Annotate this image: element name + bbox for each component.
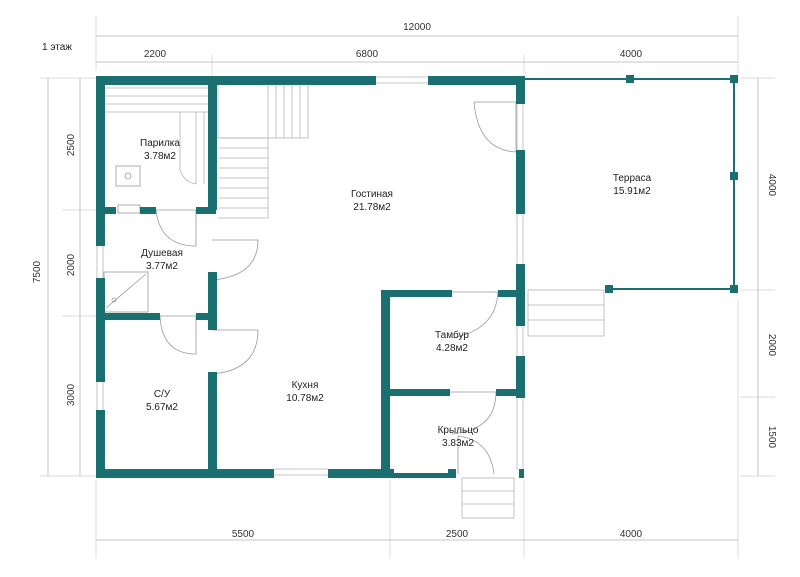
- room-area-steam: 3.78м2: [144, 151, 176, 162]
- room-area-vestibule: 4.28м2: [436, 343, 468, 354]
- dimension-lines: [47, 35, 759, 541]
- sauna-benches: [104, 87, 210, 185]
- dim-bottom-2: 2500: [446, 529, 469, 540]
- dim-bottom-1: 5500: [232, 529, 255, 540]
- dim-top-2: 6800: [356, 49, 379, 60]
- dim-left-total: 7500: [32, 260, 43, 283]
- room-name-porch: Крыльцо: [438, 425, 479, 436]
- dim-left-3: 3000: [66, 383, 77, 406]
- room-name-wc: С/У: [154, 389, 171, 400]
- floor-label: 1 этаж: [42, 42, 72, 53]
- window-openings: [96, 76, 524, 476]
- room-name-living: Гостиная: [351, 189, 393, 200]
- room-name-kitchen: Кухня: [292, 380, 319, 391]
- dim-top-1: 2200: [144, 49, 167, 60]
- room-name-vestibule: Тамбур: [435, 329, 469, 341]
- walls: [96, 76, 525, 478]
- dim-bottom-3: 4000: [620, 529, 643, 540]
- staircase: [217, 81, 309, 219]
- dim-left-1: 2500: [66, 133, 77, 156]
- room-area-shower: 3.77м2: [146, 261, 178, 272]
- room-name-steam: Парилка: [140, 138, 180, 149]
- room-area-terrace: 15.91м2: [613, 186, 651, 197]
- terrace-railing: [524, 75, 738, 293]
- extension-lines: [40, 16, 775, 558]
- shower-tray-icon: [103, 271, 149, 313]
- entrance-steps: [461, 289, 605, 519]
- door-swings: [155, 101, 517, 475]
- stove-icon: [115, 165, 141, 214]
- room-area-wc: 5.67м2: [146, 402, 178, 413]
- dim-right-3: 1500: [766, 426, 777, 449]
- room-name-shower: Душевая: [141, 248, 183, 259]
- dim-left-2: 2000: [66, 253, 77, 276]
- dim-right-1: 4000: [766, 174, 777, 197]
- dim-top-total: 12000: [403, 22, 431, 33]
- dim-right-2: 2000: [766, 334, 777, 357]
- room-area-kitchen: 10.78м2: [286, 393, 324, 404]
- room-area-porch: 3.83м2: [442, 438, 474, 449]
- room-area-living: 21.78м2: [353, 202, 391, 213]
- dim-top-3: 4000: [620, 49, 643, 60]
- room-labels: Парилка 3.78м2 Душевая 3.77м2 С/У 5.67м2…: [140, 138, 652, 449]
- room-name-terrace: Терраса: [613, 173, 652, 184]
